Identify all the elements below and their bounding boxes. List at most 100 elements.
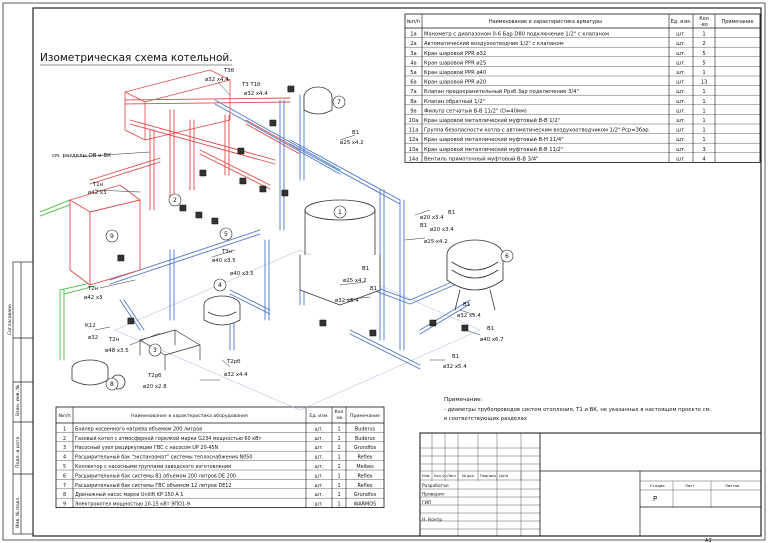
table-cell: Вентиль прямоточный муфтовый В-В 3/4": [424, 155, 538, 162]
table-cell: 2а: [410, 41, 416, 47]
table-cell: Grundfos: [354, 445, 377, 451]
label-t3n-d: ø40 х3.5: [212, 258, 236, 264]
table-cell: Клапан обратный 1/2": [424, 98, 485, 105]
stamp-stage-value: Р: [653, 495, 657, 503]
table-cell: Meibes: [356, 464, 374, 470]
stamp-role: Н. Контр: [422, 517, 442, 523]
table-cell: 1: [337, 492, 340, 498]
table-frame: [55, 406, 385, 508]
table-cell: 1: [702, 128, 705, 134]
table-cell: Кран шаровой металлический муфтовый В-В …: [424, 117, 560, 124]
table-cell: шт.: [676, 137, 686, 143]
table-cell: 13: [701, 80, 708, 86]
side-stamp-label-4: Согласовано: [7, 304, 13, 335]
label-t2n-b: Т2н: [108, 337, 120, 343]
label-b1-i-d: ø32 х5.4: [443, 364, 467, 370]
table-cell: WARMOS: [354, 502, 377, 508]
table-cell: 4а: [410, 60, 416, 66]
stamp-role: ГИП: [422, 500, 431, 506]
table-cell: Кран шаровой PPR ø32: [424, 50, 486, 57]
note-line-2: в соответствующих разделах: [444, 416, 527, 422]
label-t2n: Т2н: [87, 286, 99, 292]
table-cell: 1а: [410, 32, 416, 38]
callout-1: 1: [338, 209, 342, 216]
table-cell: Кран шаровой металлический муфтовый В-В …: [424, 146, 563, 153]
note-title: Примечание:: [444, 397, 483, 403]
table-cell: 9: [63, 502, 66, 508]
table-cell: Расширительный бак системы В1 объемом 20…: [75, 472, 236, 479]
table-cell: 6: [63, 473, 66, 479]
label-b1-h-d: ø40 х6.7: [480, 337, 504, 343]
label-t2rb2: Т2рб: [147, 373, 162, 379]
side-stamp-label-3: Взам. инв. №: [15, 385, 21, 416]
side-stamp-label-1: Инв. № подл.: [15, 496, 21, 528]
table-cell: 1: [702, 137, 705, 143]
expansion-tank-top: [303, 86, 333, 115]
table-cell: Grundfos: [354, 492, 377, 498]
side-stamp: [12, 261, 34, 535]
table-cell: 1: [337, 483, 340, 489]
table-cell: Reflex: [357, 455, 372, 461]
table-header-cell: Наименование и характеристика оборудован…: [131, 413, 248, 419]
table-header-cell: №п/п: [58, 413, 70, 419]
table-cell: шт.: [676, 80, 686, 86]
label-t3-d: ø32 х4.4: [244, 91, 268, 97]
stamp-role: Проверил: [422, 492, 445, 498]
table-header-cell: №п/п: [407, 19, 420, 25]
table-cell: Дренажный насос марки Unilift KP 150 A 1: [75, 491, 183, 498]
label-b1-f-d: ø32 х5.4: [335, 298, 359, 304]
label-b1-c-d: ø20 х3.4: [420, 215, 444, 221]
table-cell: 2: [63, 436, 66, 442]
table-cell: Группа безопасности котла с автоматическ…: [424, 128, 651, 134]
table-cell: Reflex: [357, 483, 372, 489]
expansion-tank-small: [203, 295, 241, 326]
table-cell: 5: [702, 60, 705, 66]
stamp-header-cell: Дата: [499, 474, 508, 478]
label-t3-t1b: Т3 Т1б: [241, 82, 261, 88]
table-cell: шт.: [676, 70, 686, 76]
table-cell: шт.: [676, 108, 686, 114]
table-cell: 12а: [409, 137, 419, 143]
table-cell: шт.: [676, 99, 686, 105]
table-cell: шт.: [315, 492, 324, 498]
table-cell: Кран шаровой PPR ø20: [424, 79, 486, 86]
stamp-stage-header: Лист: [685, 483, 695, 488]
callout-5: 5: [224, 231, 228, 238]
table-cell: 1: [337, 464, 340, 470]
stamp-header-cell: Лист: [447, 474, 456, 478]
floor-grid: [114, 249, 481, 411]
table-cell: шт.: [676, 128, 686, 134]
stamp-header-cell: № док.: [462, 474, 475, 478]
callout-7: 7: [337, 99, 341, 106]
table-cell: 1: [337, 445, 340, 451]
table-cell: 10а: [409, 118, 419, 124]
table-cell: шт.: [676, 118, 686, 124]
table-cell: шт.: [315, 483, 324, 489]
table-cell: шт.: [676, 41, 686, 47]
label-t1n-b-d: ø40 х3.5: [230, 271, 254, 277]
label-t1n-d: ø42 х3: [88, 190, 107, 196]
table-cell: Фильтр сетчатый В-В 11/2" (D=40мм): [424, 107, 527, 114]
callout-2: 2: [173, 197, 177, 204]
label-t3n: Т3н: [221, 249, 233, 255]
callout-9: 9: [110, 233, 114, 240]
callout-8: 8: [110, 381, 114, 388]
label-b1-d-d: ø25 х4.2: [424, 239, 448, 245]
note-line-1: - диаметры трубопроводов систем отоплени…: [444, 407, 712, 413]
stamp-stage-header: Стадия: [650, 483, 665, 488]
stamp-header-cell: Кол.уч: [434, 474, 446, 478]
table-header-cell: Кол: [334, 409, 343, 415]
table-row: 6 Расширительный бак системы В1 объемом 2…: [63, 472, 373, 479]
expansion-tank-right: [446, 239, 504, 311]
